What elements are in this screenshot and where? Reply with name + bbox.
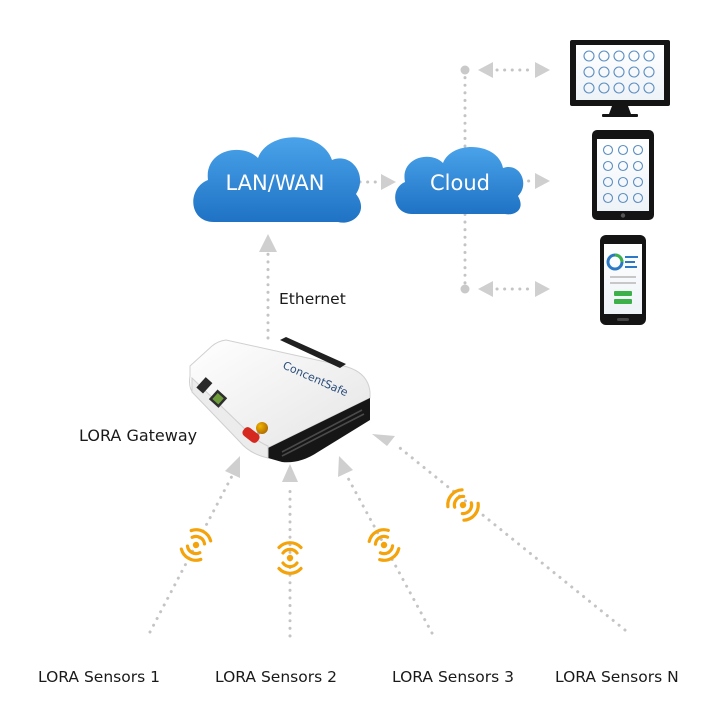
- sensor-1-connector: [148, 474, 234, 634]
- sensor-n-label: LORA Sensors N: [555, 668, 679, 686]
- arrow-right-icon: [535, 281, 550, 297]
- arrow-left-icon: [478, 281, 493, 297]
- lan-wan-label: LAN/WAN: [225, 171, 324, 195]
- ethernet-label: Ethernet: [279, 290, 346, 308]
- sensor-1-label: LORA Sensors 1: [38, 668, 160, 686]
- sensor-3-connector: [346, 476, 434, 635]
- arrow-right-icon: [381, 174, 396, 190]
- arrow-right-icon: [535, 62, 550, 78]
- arrow-up-icon: [372, 434, 395, 446]
- sensor-3-label: LORA Sensors 3: [392, 668, 514, 686]
- sensor-2-label: LORA Sensors 2: [215, 668, 337, 686]
- arrow-left-icon: [478, 62, 493, 78]
- sensor-n-connector: [393, 442, 627, 632]
- arrow-up-icon: [259, 234, 277, 252]
- gateway-label: LORA Gateway: [79, 426, 197, 445]
- arrow-right-icon: [535, 173, 550, 189]
- signal-wave-icon: [365, 524, 403, 566]
- arrow-up-icon: [282, 464, 298, 482]
- cloud-icon: Cloud: [395, 147, 524, 215]
- bus-node-bottom: [460, 284, 470, 294]
- gateway-icon: ConcentSafe: [189, 337, 371, 463]
- lan-wan-cloud-icon: LAN/WAN: [193, 137, 362, 223]
- signal-wave-icon: [442, 485, 484, 525]
- phone-icon: [600, 235, 646, 325]
- signal-wave-icon: [177, 524, 215, 566]
- bus-node-top: [460, 65, 470, 75]
- tablet-icon: [592, 130, 654, 220]
- arrow-up-icon: [338, 456, 353, 477]
- monitor-icon: [570, 40, 670, 117]
- antenna-icon: [242, 422, 268, 443]
- arrow-up-icon: [225, 456, 240, 478]
- cloud-label: Cloud: [430, 171, 490, 195]
